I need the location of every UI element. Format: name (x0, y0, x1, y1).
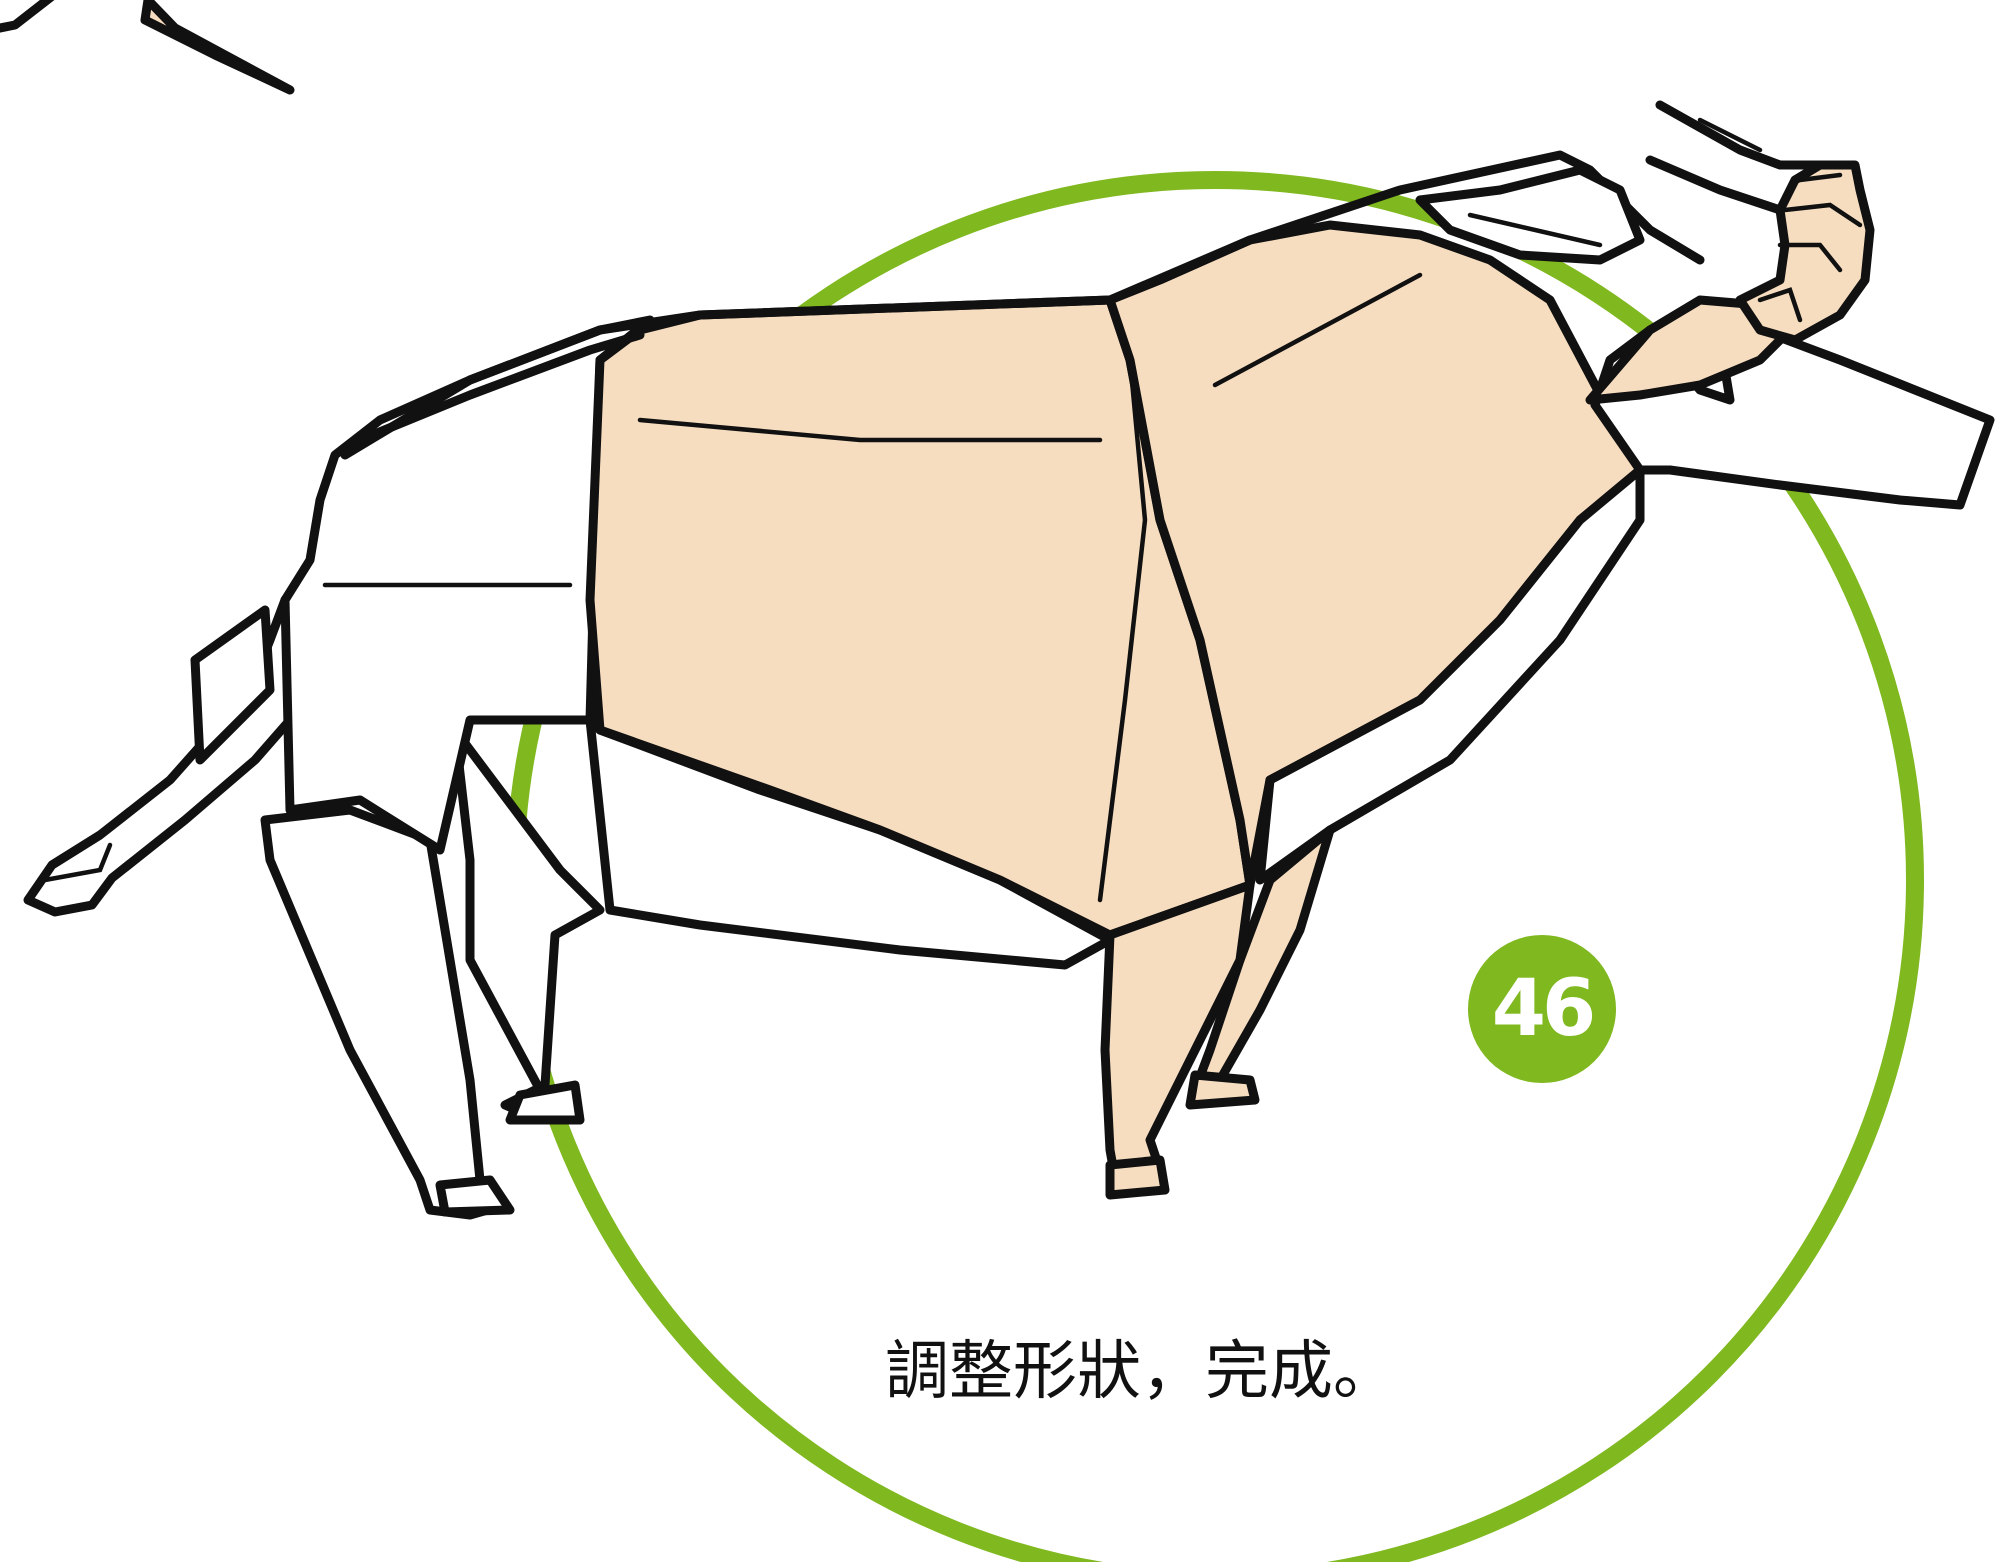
water-buffalo-icon (23, 100, 1995, 1220)
step-caption: 調整形狀，完成。 (885, 1335, 1397, 1409)
front-leg-front (1100, 880, 1255, 1183)
neck-underside (1255, 465, 1645, 885)
horn (1735, 160, 1875, 345)
previous-step-fragment (0, 0, 295, 95)
step-number-badge: 46 (1468, 935, 1616, 1083)
